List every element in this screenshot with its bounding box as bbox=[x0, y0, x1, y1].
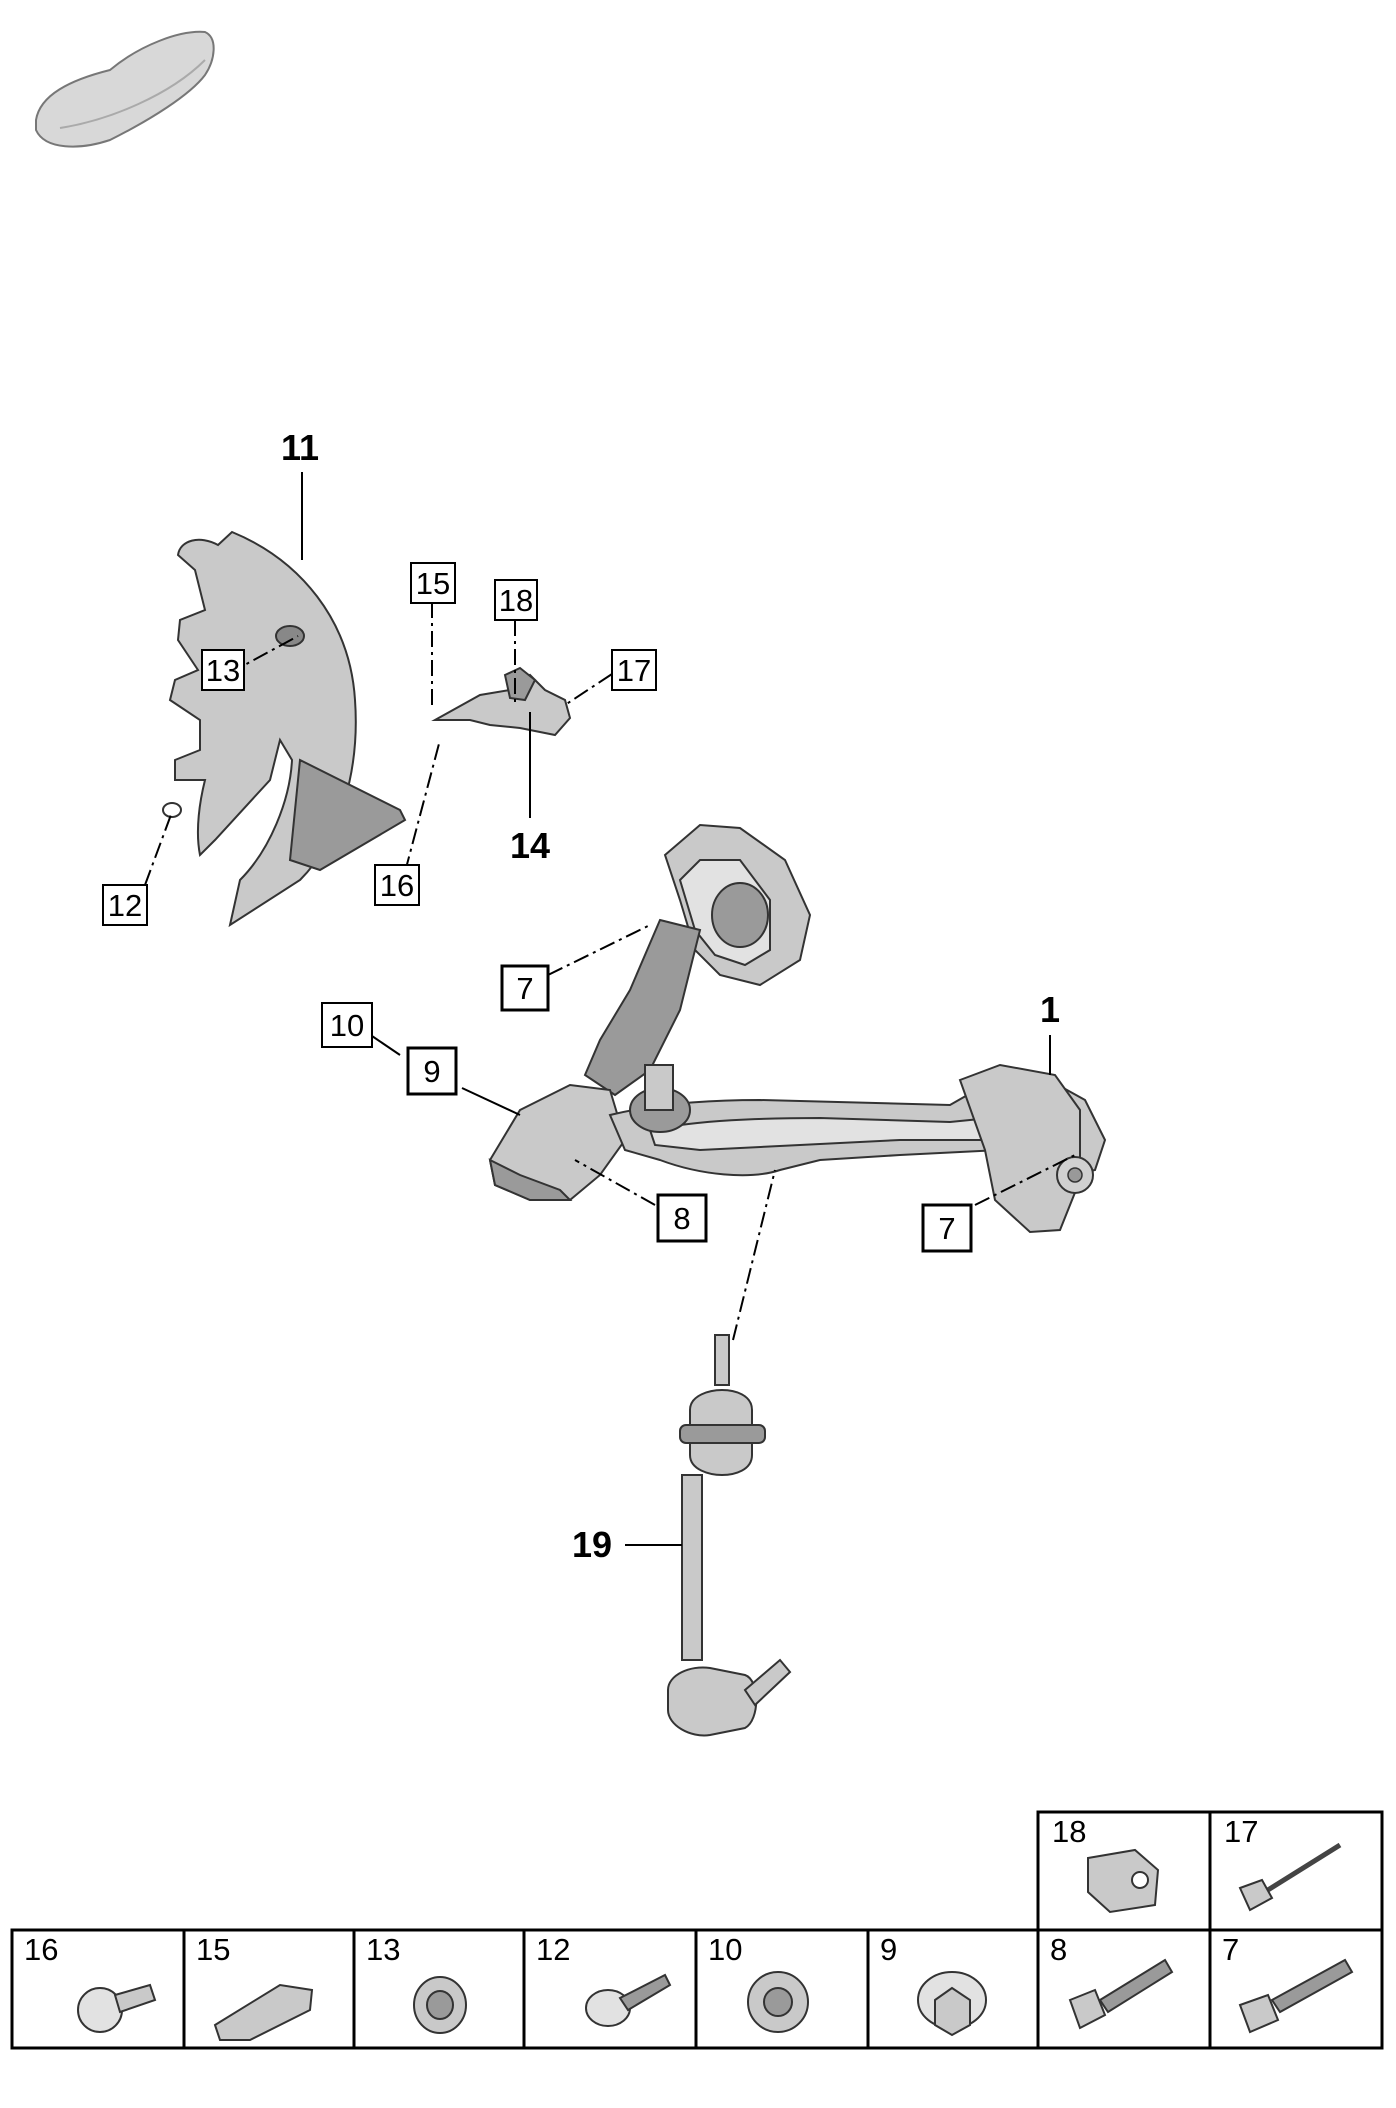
svg-text:14: 14 bbox=[510, 825, 550, 866]
push-pin-icon bbox=[77, 1983, 157, 2033]
svg-text:11: 11 bbox=[281, 427, 319, 468]
svg-text:15: 15 bbox=[416, 566, 450, 601]
callout-19: 19 bbox=[572, 1524, 612, 1565]
cell-label-7: 7 bbox=[1222, 1932, 1239, 1967]
control-arm-part bbox=[488, 823, 1107, 1234]
callout-7-upper: 7 bbox=[500, 964, 550, 1012]
svg-text:10: 10 bbox=[330, 1008, 364, 1043]
bolt-icon bbox=[1068, 1958, 1174, 2030]
svg-text:7: 7 bbox=[516, 971, 533, 1006]
callout-9: 9 bbox=[406, 1046, 458, 1096]
flange-nut-icon bbox=[413, 1976, 467, 2034]
car-thumbnail-icon bbox=[35, 30, 215, 148]
cell-label-18: 18 bbox=[1052, 1814, 1086, 1849]
svg-text:1: 1 bbox=[1040, 989, 1060, 1030]
callout-17: 17 bbox=[611, 649, 657, 691]
svg-text:12: 12 bbox=[108, 888, 142, 923]
stabilizer-link-part bbox=[667, 1334, 792, 1737]
callout-7-lower: 7 bbox=[921, 1203, 973, 1253]
wheel-arch-liner-part bbox=[162, 530, 407, 928]
cell-label-16: 16 bbox=[24, 1932, 58, 1967]
cell-label-12: 12 bbox=[536, 1932, 570, 1967]
cell-label-17: 17 bbox=[1224, 1814, 1258, 1849]
cell-label-10: 10 bbox=[708, 1932, 742, 1967]
hex-nut-icon bbox=[747, 1971, 809, 2033]
svg-text:8: 8 bbox=[673, 1201, 690, 1236]
callout-8: 8 bbox=[656, 1193, 708, 1243]
cell-label-15: 15 bbox=[196, 1932, 230, 1967]
svg-text:7: 7 bbox=[938, 1211, 955, 1246]
svg-text:9: 9 bbox=[423, 1054, 440, 1089]
svg-text:17: 17 bbox=[617, 653, 651, 688]
callout-12: 12 bbox=[102, 884, 148, 926]
svg-text:13: 13 bbox=[206, 653, 240, 688]
callout-10: 10 bbox=[321, 1002, 373, 1048]
cell-label-9: 9 bbox=[880, 1932, 897, 1967]
callout-11: 11 bbox=[281, 427, 319, 468]
cell-label-13: 13 bbox=[366, 1932, 400, 1967]
callout-16: 16 bbox=[374, 864, 420, 906]
parts-table-bottom-row: 16 15 13 12 10 9 8 7 bbox=[10, 1928, 1384, 2050]
svg-text:19: 19 bbox=[572, 1524, 612, 1565]
long-bolt-icon bbox=[1238, 1958, 1354, 2034]
rivet-icon bbox=[1238, 1842, 1342, 1912]
svg-text:18: 18 bbox=[499, 583, 533, 618]
callout-13: 13 bbox=[201, 649, 245, 691]
callout-15: 15 bbox=[410, 562, 456, 604]
parts-table-top-row: 18 17 bbox=[1036, 1810, 1384, 1932]
callout-1: 1 bbox=[1040, 989, 1060, 1030]
callout-18: 18 bbox=[494, 579, 538, 621]
leader-lines bbox=[144, 472, 1076, 1546]
svg-text:16: 16 bbox=[380, 868, 414, 903]
callout-14: 14 bbox=[510, 825, 550, 866]
clip-nut-icon bbox=[1087, 1848, 1160, 1914]
washer-nut-icon bbox=[917, 1971, 987, 2037]
screw-icon bbox=[585, 1973, 672, 2027]
cell-label-8: 8 bbox=[1050, 1932, 1067, 1967]
bracket-part bbox=[431, 666, 572, 737]
spring-nut-icon bbox=[213, 1983, 314, 2041]
